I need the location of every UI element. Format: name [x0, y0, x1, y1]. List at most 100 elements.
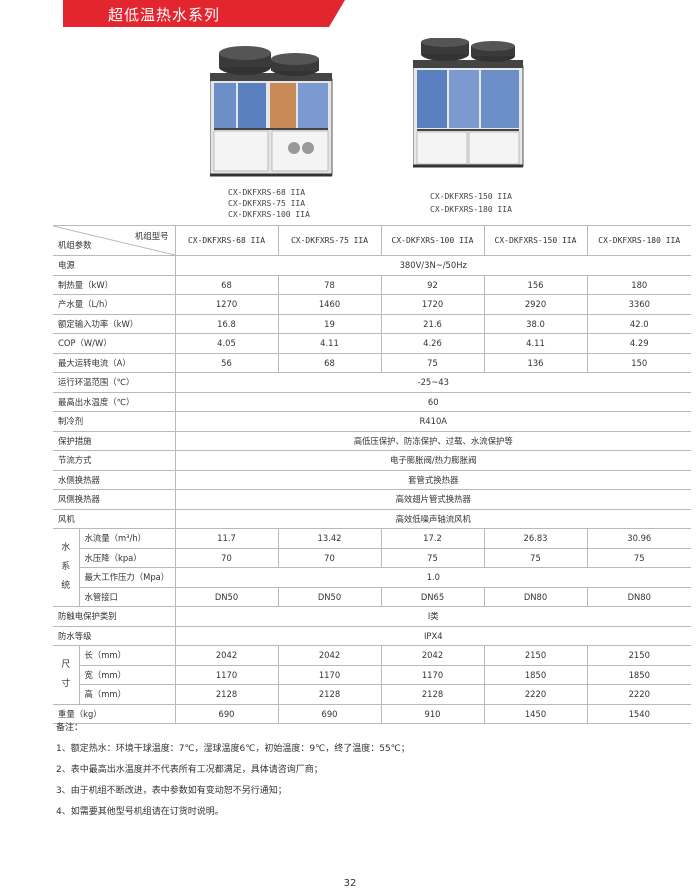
row-value: R410A [174, 411, 691, 432]
cell-value: 26.83 [483, 528, 587, 549]
cell-value: 1450 [483, 703, 587, 724]
group-label-text: 尺寸 [61, 659, 71, 689]
cell-value: 180 [586, 274, 691, 295]
row-label: 节流方式 [53, 450, 175, 471]
table-row: 风机 高效低噪声轴流风机 [53, 508, 691, 529]
row-label: 额定输入功率（kW） [53, 313, 175, 334]
cell-value: 11.7 [174, 528, 278, 549]
cell-value: 68 [174, 274, 278, 295]
row-label: 防触电保护类别 [53, 606, 175, 627]
cell-value: 2220 [483, 684, 587, 705]
row-value: 380V/3N~/50Hz [174, 255, 691, 276]
row-label: COP（W/W） [53, 333, 175, 354]
cell-value: 2042 [174, 645, 278, 666]
cell-value: 38.0 [483, 313, 587, 334]
group-label-text: 水系统 [61, 543, 71, 591]
table-row: 高（mm） 2128 2128 2128 2220 2220 [53, 684, 691, 705]
cell-value: 1270 [174, 294, 278, 315]
table-corner-cell: 机组型号 机组参数 [53, 225, 175, 256]
product-images: CX-DKFXRS-68 IIA CX-DKFXRS-75 IIA CX-DKF… [0, 0, 700, 230]
cell-value: 75 [380, 352, 484, 373]
cell-value: 92 [380, 274, 484, 295]
left-unit-image [210, 46, 333, 177]
corner-label-model: 机组型号 [135, 231, 169, 241]
cell-value: 75 [380, 547, 484, 568]
spec-table: 机组型号 机组参数 CX-DKFXRS-68 IIA CX-DKFXRS-75 … [53, 225, 691, 724]
model-header: CX-DKFXRS-75 IIA [277, 225, 381, 256]
table-row: 水侧换热器 套管式换热器 [53, 469, 691, 490]
row-value: I类 [174, 606, 691, 627]
row-label: 高（mm） [78, 684, 175, 705]
table-row: 尺寸 长（mm） 2042 2042 2042 2150 2150 [53, 645, 691, 705]
left-model-name: CX-DKFXRS-68 IIA [228, 188, 306, 197]
cell-value: DN50 [174, 586, 278, 607]
table-row: 最大工作压力（Mpa） 1.0 [53, 567, 691, 588]
cell-value: 75 [483, 547, 587, 568]
row-value: -25~43 [174, 372, 691, 393]
cell-value: 1170 [174, 664, 278, 685]
cell-value: 136 [483, 352, 587, 373]
model-header: CX-DKFXRS-150 IIA [483, 225, 587, 256]
table-row: 电源 380V/3N~/50Hz [53, 255, 691, 276]
cell-value: DN80 [586, 586, 691, 607]
row-label: 宽（mm） [78, 664, 175, 685]
row-value: 60 [174, 391, 691, 412]
table-row: 防触电保护类别 I类 [53, 606, 691, 627]
cell-value: 16.8 [174, 313, 278, 334]
left-model-name: CX-DKFXRS-100 IIA [228, 210, 310, 219]
row-value: 套管式换热器 [174, 469, 691, 490]
cell-value: 30.96 [586, 528, 691, 549]
row-label: 最大工作压力（Mpa） [78, 567, 175, 588]
note-item: 2、表中最高出水温度并不代表所有工况都满足，具体请咨询厂商； [56, 765, 323, 775]
cell-value: 78 [277, 274, 381, 295]
cell-value: 4.11 [483, 333, 587, 354]
row-value: 高低压保护、防冻保护、过载、水流保护等 [174, 430, 691, 451]
cell-value: 156 [483, 274, 587, 295]
row-value: 电子膨胀阀/热力膨胀阀 [174, 450, 691, 471]
model-header: CX-DKFXRS-68 IIA [174, 225, 278, 256]
model-header: CX-DKFXRS-100 IIA [380, 225, 484, 256]
note-item: 4、如需要其他型号机组请在订货时说明。 [56, 807, 224, 817]
right-unit-image [413, 38, 524, 168]
right-model-name: CX-DKFXRS-180 IIA [430, 205, 512, 214]
table-row: 最高出水温度（℃） 60 [53, 391, 691, 412]
cell-value: 70 [174, 547, 278, 568]
cell-value: 1720 [380, 294, 484, 315]
cell-value: 1170 [380, 664, 484, 685]
model-header: CX-DKFXRS-180 IIA [586, 225, 691, 256]
cell-value: 2042 [380, 645, 484, 666]
cell-value: 1460 [277, 294, 381, 315]
table-row: 额定输入功率（kW） 16.8 19 21.6 38.0 42.0 [53, 313, 691, 334]
corner-label-params: 机组参数 [58, 240, 92, 250]
cell-value: 910 [380, 703, 484, 724]
table-row: COP（W/W） 4.05 4.11 4.26 4.11 4.29 [53, 333, 691, 354]
table-header-row: 机组型号 机组参数 CX-DKFXRS-68 IIA CX-DKFXRS-75 … [53, 225, 691, 256]
cell-value: 2220 [586, 684, 691, 705]
cell-value: 2128 [380, 684, 484, 705]
row-label: 风机 [53, 508, 175, 529]
cell-value: 2150 [483, 645, 587, 666]
cell-value: 2920 [483, 294, 587, 315]
cell-value: 4.05 [174, 333, 278, 354]
table-row: 宽（mm） 1170 1170 1170 1850 1850 [53, 664, 691, 685]
cell-value: 1850 [483, 664, 587, 685]
row-value: 高效低噪声轴流风机 [174, 508, 691, 529]
section-banner [63, 0, 345, 27]
table-row: 制冷剂 R410A [53, 411, 691, 432]
row-label: 水管接口 [78, 586, 175, 607]
table-row: 水管接口 DN50 DN50 DN65 DN80 DN80 [53, 586, 691, 607]
row-label: 防水等级 [53, 625, 175, 646]
row-label: 运行环温范围（℃） [53, 372, 175, 393]
cell-value: 1540 [586, 703, 691, 724]
cell-value: 13.42 [277, 528, 381, 549]
cell-value: 4.26 [380, 333, 484, 354]
right-model-name: CX-DKFXRS-150 IIA [430, 192, 512, 201]
notes-title: 备注： [56, 723, 84, 733]
cell-value: 75 [586, 547, 691, 568]
cell-value: 17.2 [380, 528, 484, 549]
table-row: 防水等级 IPX4 [53, 625, 691, 646]
table-row: 运行环温范围（℃） -25~43 [53, 372, 691, 393]
cell-value: 1170 [277, 664, 381, 685]
row-label: 制冷剂 [53, 411, 175, 432]
row-label: 水侧换热器 [53, 469, 175, 490]
